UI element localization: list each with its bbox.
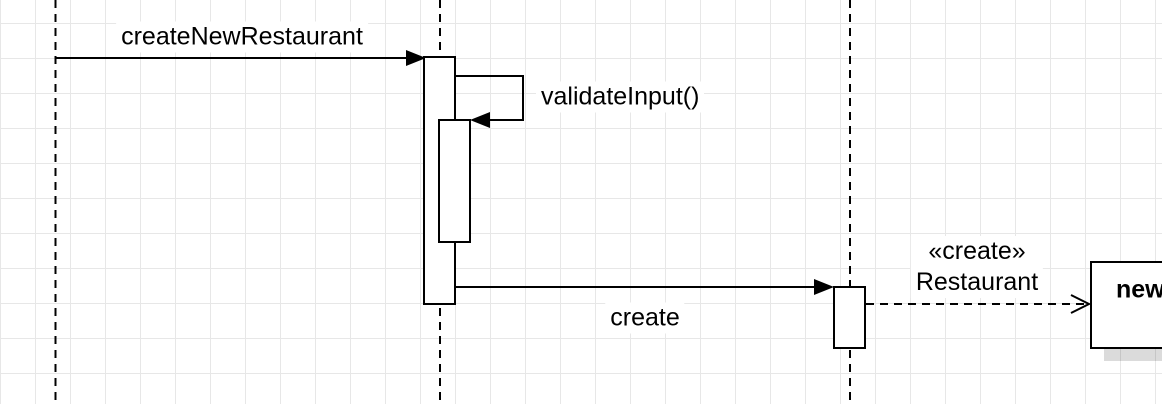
message1-arrowhead-icon [406,50,426,66]
object-box-label[interactable]: new [1116,275,1162,304]
self-call-label[interactable]: validateInput() [536,81,705,113]
object-box[interactable] [1090,261,1162,349]
activation-bar-restaurant[interactable] [833,286,866,349]
creation-message-open-arrowhead-icon [1070,294,1092,314]
creation-message-label[interactable]: «create» Restaurant [910,236,1044,298]
activation-bar-nested[interactable] [438,119,471,243]
message2-label[interactable]: create [605,302,685,334]
self-call-arrowhead-icon [470,112,490,128]
creation-stereotype-label: «create» [928,237,1026,265]
message2-arrowhead-icon [814,279,834,295]
creation-name-label: Restaurant [915,268,1039,296]
message1-label[interactable]: createNewRestaurant [116,21,368,53]
self-call-line[interactable] [455,75,524,121]
